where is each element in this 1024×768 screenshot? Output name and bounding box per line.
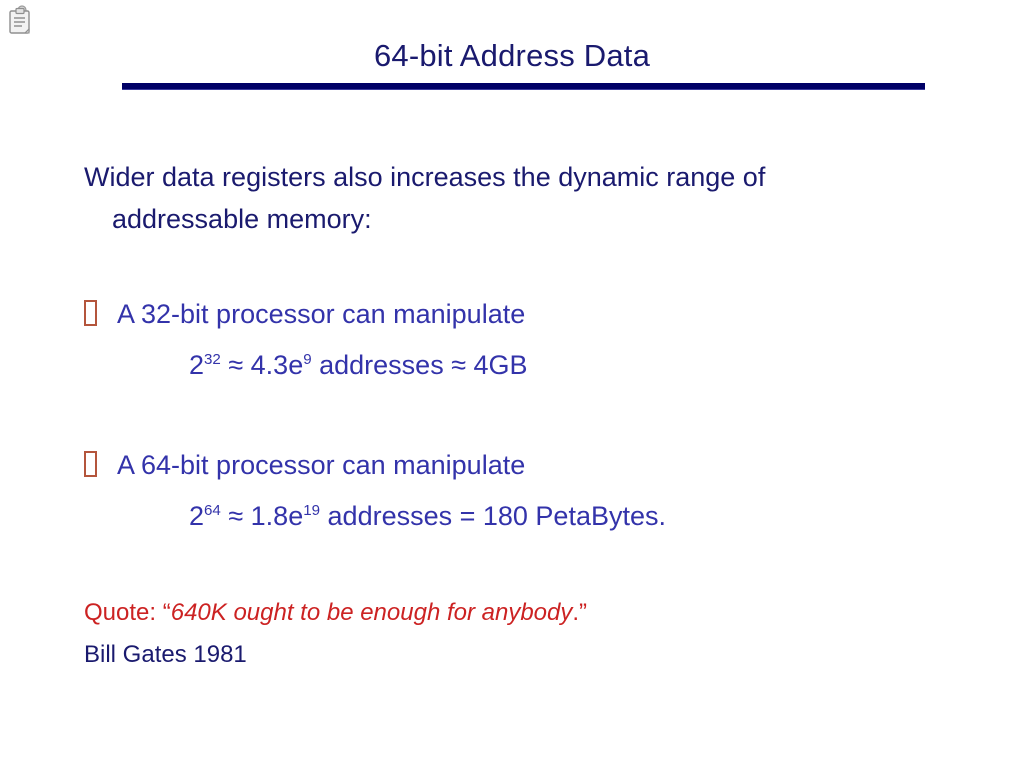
math-base: 2 [189, 350, 205, 380]
clipboard-notes-icon [6, 5, 36, 37]
math-exponent-2: 19 [303, 502, 321, 519]
lead-paragraph: Wider data registers also increases the … [84, 156, 964, 240]
math-tail: addresses = 180 PetaBytes. [320, 501, 666, 531]
quote-label: Quote: “ [84, 599, 171, 626]
quote-body: 640K ought to be enough for anybody [170, 599, 573, 626]
math-middle: ≈ 1.8e [220, 501, 304, 531]
quote-block: Quote: “640K ought to be enough for anyb… [84, 594, 964, 674]
math-exponent-2: 9 [303, 351, 312, 368]
math-expression-64bit: 264 ≈ 1.8e19 addresses = 180 PetaBytes. [84, 498, 964, 534]
math-exponent: 32 [204, 351, 221, 368]
quote-closing: .” [572, 599, 588, 626]
math-expression-32bit: 232 ≈ 4.3e9 addresses ≈ 4GB [84, 347, 964, 383]
slide-body: Wider data registers also increases the … [84, 156, 964, 674]
title-divider [122, 83, 925, 90]
tofu-box-icon [84, 300, 97, 326]
math-middle: ≈ 4.3e [220, 350, 304, 380]
bullet-label: A 64-bit processor can manipulate [117, 450, 526, 480]
bullet-line: A 64-bit processor can manipulate [84, 447, 964, 483]
quote-attribution: Bill Gates 1981 [84, 641, 247, 668]
tofu-box-icon [84, 451, 97, 477]
bullet-line: A 32-bit processor can manipulate [84, 296, 964, 332]
bullet-item-64bit: A 64-bit processor can manipulate 264 ≈ … [84, 447, 964, 534]
math-exponent: 64 [204, 502, 221, 519]
lead-line-1: Wider data registers also increases the … [84, 162, 766, 192]
bullet-item-32bit: A 32-bit processor can manipulate 232 ≈ … [84, 296, 964, 383]
quote-text: Quote: “640K ought to be enough for anyb… [84, 594, 964, 632]
bullet-label: A 32-bit processor can manipulate [117, 299, 526, 329]
math-base: 2 [189, 501, 205, 531]
math-tail: addresses ≈ 4GB [311, 350, 528, 380]
lead-line-2: addressable memory: [112, 204, 372, 234]
page-title: 64-bit Address Data [373, 38, 651, 73]
